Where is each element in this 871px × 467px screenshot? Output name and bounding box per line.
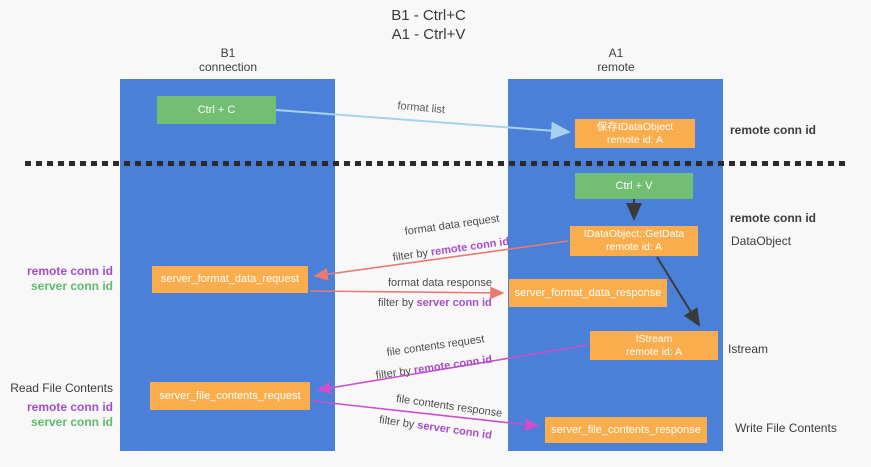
save-idataobject-line2: remote id: A — [606, 133, 664, 146]
istream-box: IStream remote id: A — [590, 331, 718, 360]
idataobject-getdata-box: IDataObject::GetData remote id: A — [570, 226, 698, 256]
save-idataobject-box: 保存IDataObject remote id: A — [575, 119, 695, 148]
dataobject-label: DataObject — [731, 234, 792, 248]
server-file-contents-request-label: server_file_contents_request — [159, 389, 301, 402]
ctrl-v-box: Ctrl + V — [575, 173, 693, 199]
server-conn-id-text: server conn id — [416, 297, 492, 309]
filter-by-remote-conn-id-label-1: filter by remote conn id — [392, 236, 510, 264]
server-file-contents-request-box: server_file_contents_request — [150, 382, 310, 410]
filter-by-server-conn-id-label-1: filter by server conn id — [378, 297, 492, 309]
remote-conn-id-text: remote conn id — [413, 353, 493, 377]
lane-header-a1: A1 remote — [508, 46, 724, 74]
lane-a1-name: A1 — [608, 46, 624, 60]
lane-b1-name: B1 — [220, 46, 236, 60]
left-conn-id-group-top: remote conn id server conn id — [9, 264, 113, 294]
format-data-request-label: format data request — [404, 212, 501, 238]
left-conn-id-group-bottom: remote conn id server conn id — [9, 400, 113, 430]
server-conn-id-text: server conn id — [416, 419, 493, 442]
left-server-conn-id-label-2: server conn id — [30, 415, 113, 429]
file-contents-request-label: file contents request — [386, 333, 486, 359]
server-format-data-response-label: server_format_data_response — [514, 286, 662, 299]
diagram-title: B1 - Ctrl+C A1 - Ctrl+V — [0, 6, 857, 44]
title-line-2: A1 - Ctrl+V — [391, 26, 466, 43]
filter-by-text: filter by — [378, 414, 416, 431]
lane-header-b1: B1 connection — [120, 46, 336, 74]
left-server-conn-id-label: server conn id — [30, 279, 113, 293]
remote-conn-id-label-top: remote conn id — [730, 123, 817, 137]
server-format-data-request-label: server_format_data_request — [160, 273, 300, 285]
ctrl-c-box: Ctrl + C — [157, 96, 276, 124]
istream-line2: remote id: A — [625, 345, 683, 358]
lane-b1-role: connection — [198, 60, 258, 74]
server-file-contents-response-box: server_file_contents_response — [545, 417, 707, 443]
filter-by-text: filter by — [378, 297, 414, 309]
ctrl-v-label: Ctrl + V — [615, 179, 653, 192]
lane-a1-role: remote — [597, 60, 635, 74]
title-line-1: B1 - Ctrl+C — [391, 7, 466, 24]
format-list-label: format list — [396, 100, 446, 117]
getdata-line1: IDataObject::GetData — [583, 228, 685, 240]
getdata-line2: remote id: A — [605, 241, 663, 253]
filter-by-server-conn-id-label-2: filter by server conn id — [378, 414, 492, 442]
server-format-data-request-box: server_format_data_request — [152, 266, 308, 293]
save-idataobject-line1: 保存IDataObject — [596, 120, 674, 133]
server-file-contents-response-label: server_file_contents_response — [551, 423, 701, 436]
server-format-data-response-box: server_format_data_response — [509, 279, 667, 307]
write-file-contents-label: Write File Contents — [735, 421, 837, 435]
session-divider-dashed-line — [25, 161, 845, 166]
left-remote-conn-id-label: remote conn id — [26, 264, 113, 278]
istream-side-label: Istream — [728, 342, 769, 356]
ctrl-c-label: Ctrl + C — [197, 103, 236, 116]
filter-by-text: filter by — [375, 365, 412, 382]
arrow-format-data-response — [309, 286, 505, 300]
istream-line1: IStream — [635, 332, 673, 345]
remote-conn-id-label-mid: remote conn id — [730, 211, 817, 225]
filter-by-text: filter by — [392, 247, 429, 264]
format-data-response-label: format data response — [388, 277, 492, 289]
left-remote-conn-id-label-2: remote conn id — [26, 400, 113, 414]
remote-conn-id-text: remote conn id — [430, 235, 510, 259]
file-contents-response-label: file contents response — [395, 393, 503, 420]
read-file-contents-label: Read File Contents — [10, 381, 113, 395]
